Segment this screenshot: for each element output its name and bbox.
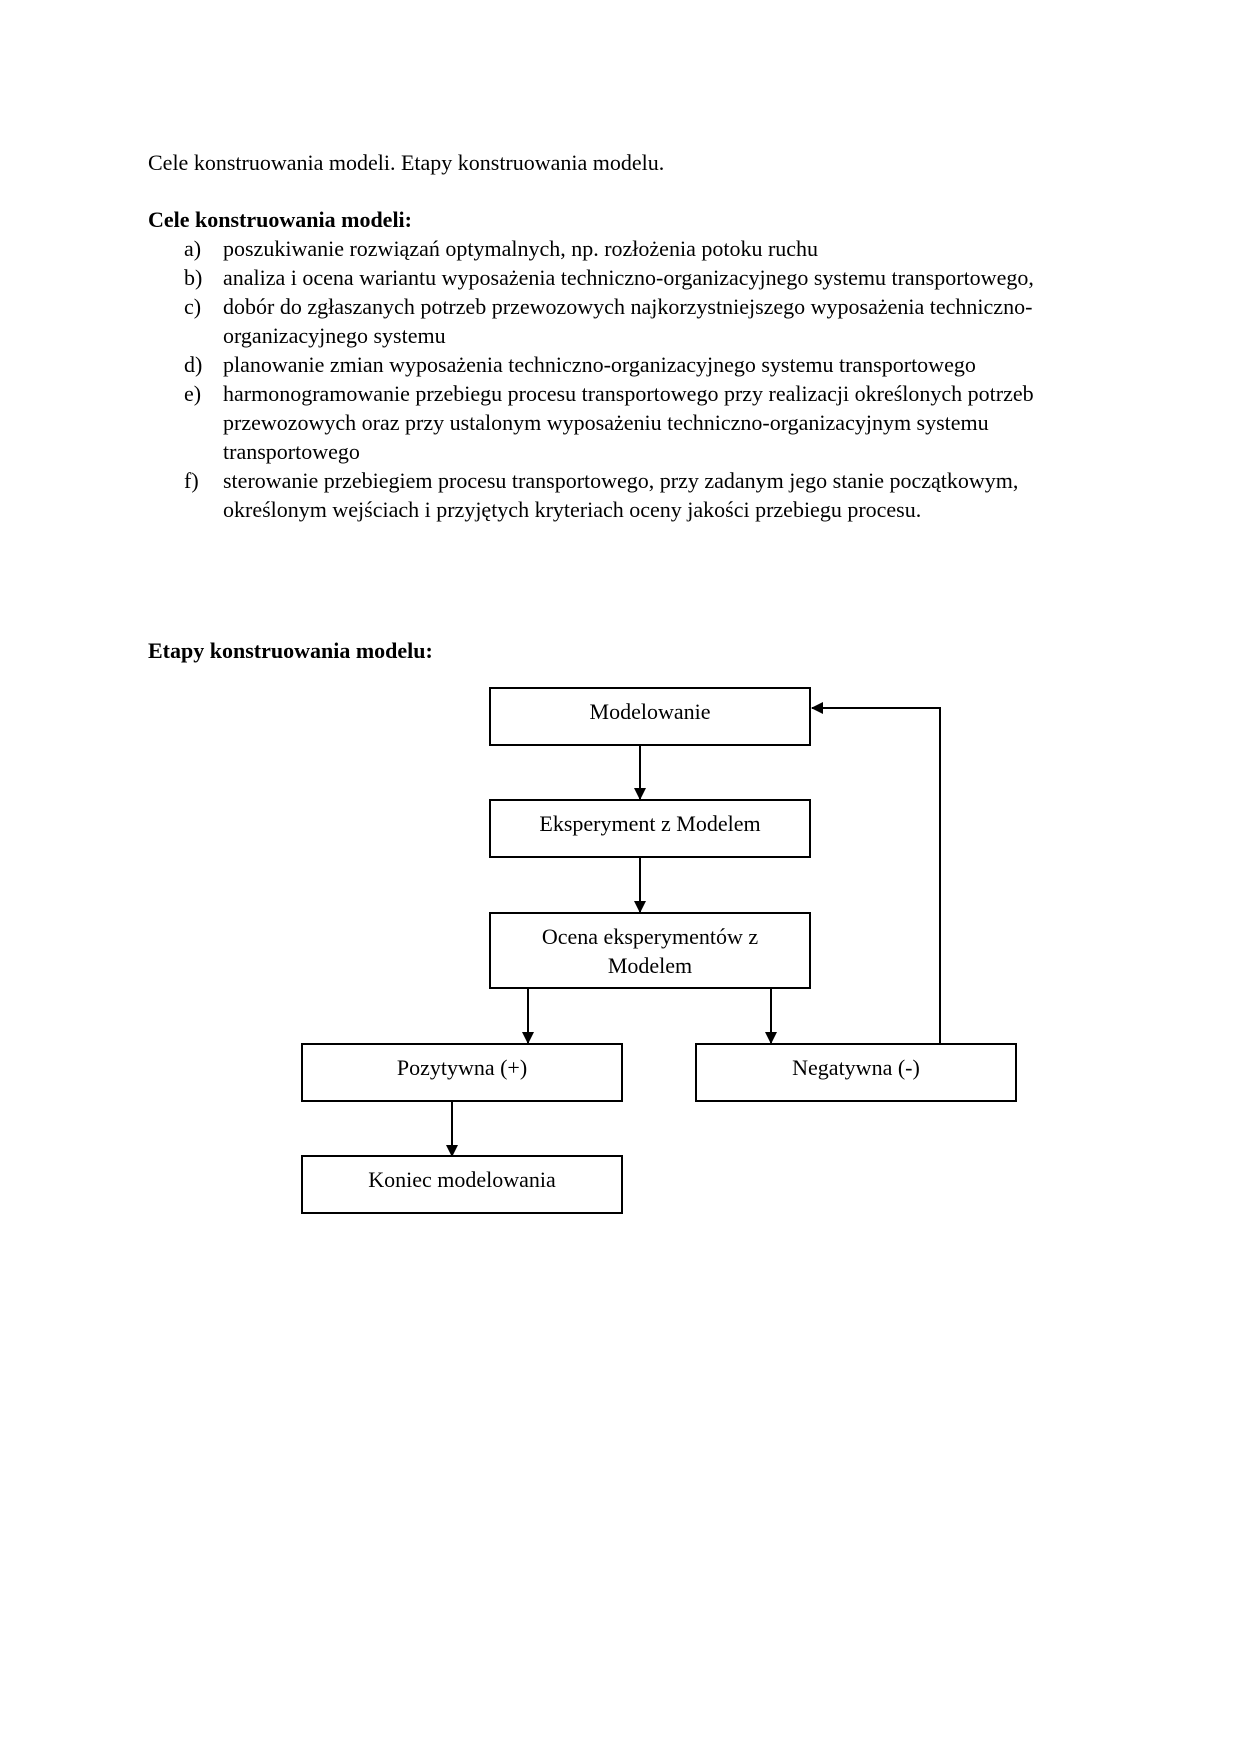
list-marker: b)	[184, 265, 203, 290]
list-item-text: dobór do zgłaszanych potrzeb przewozowyc…	[223, 294, 1033, 348]
list-item-text: harmonogramowanie przebiegu procesu tran…	[223, 381, 1034, 464]
flow-box-end: Koniec modelowania	[301, 1155, 623, 1214]
flow-box-experiment-label: Eksperyment z Modelem	[539, 811, 761, 836]
list-item: d) planowanie zmian wyposażenia technicz…	[184, 350, 1104, 379]
list-item: e) harmonogramowanie przebiegu procesu t…	[184, 379, 1104, 466]
flow-box-experiment: Eksperyment z Modelem	[489, 799, 811, 858]
list-item-text: planowanie zmian wyposażenia techniczno-…	[223, 352, 976, 377]
list-marker: f)	[184, 468, 199, 493]
list-item-text: analiza i ocena wariantu wyposażenia tec…	[223, 265, 1034, 290]
list-item: a) poszukiwanie rozwiązań optymalnych, n…	[184, 234, 1104, 263]
list-item: f) sterowanie przebiegiem procesu transp…	[184, 466, 1104, 524]
stages-heading: Etapy konstruowania modelu:	[148, 638, 433, 663]
flow-box-modeling-label: Modelowanie	[589, 699, 711, 724]
list-item-text: poszukiwanie rozwiązań optymalnych, np. …	[223, 236, 819, 261]
list-item: c) dobór do zgłaszanych potrzeb przewozo…	[184, 292, 1104, 350]
flow-box-negative: Negatywna (-)	[695, 1043, 1017, 1102]
goals-heading: Cele konstruowania modeli:	[148, 207, 412, 232]
flow-box-end-label: Koniec modelowania	[368, 1167, 556, 1192]
arrow-negative-to-modeling	[811, 702, 941, 1044]
list-item: b) analiza i ocena wariantu wyposażenia …	[184, 263, 1104, 292]
flow-box-evaluation: Ocena eksperymentów z Modelem	[489, 912, 811, 989]
flow-box-positive: Pozytywna (+)	[301, 1043, 623, 1102]
flow-box-positive-label: Pozytywna (+)	[396, 1055, 528, 1080]
list-marker: a)	[184, 236, 202, 261]
flow-box-evaluation-label: Ocena eksperymentów z Modelem	[541, 924, 759, 978]
list-item-text: sterowanie przebiegiem procesu transport…	[223, 468, 1019, 522]
list-marker: d)	[184, 352, 203, 377]
flow-box-modeling: Modelowanie	[489, 687, 811, 746]
flow-box-negative-label: Negatywna (-)	[792, 1055, 920, 1080]
list-marker: c)	[184, 294, 202, 319]
goals-list: a) poszukiwanie rozwiązań optymalnych, n…	[184, 234, 1104, 524]
list-marker: e)	[184, 381, 202, 406]
page-title: Cele konstruowania modeli. Etapy konstru…	[148, 150, 665, 175]
